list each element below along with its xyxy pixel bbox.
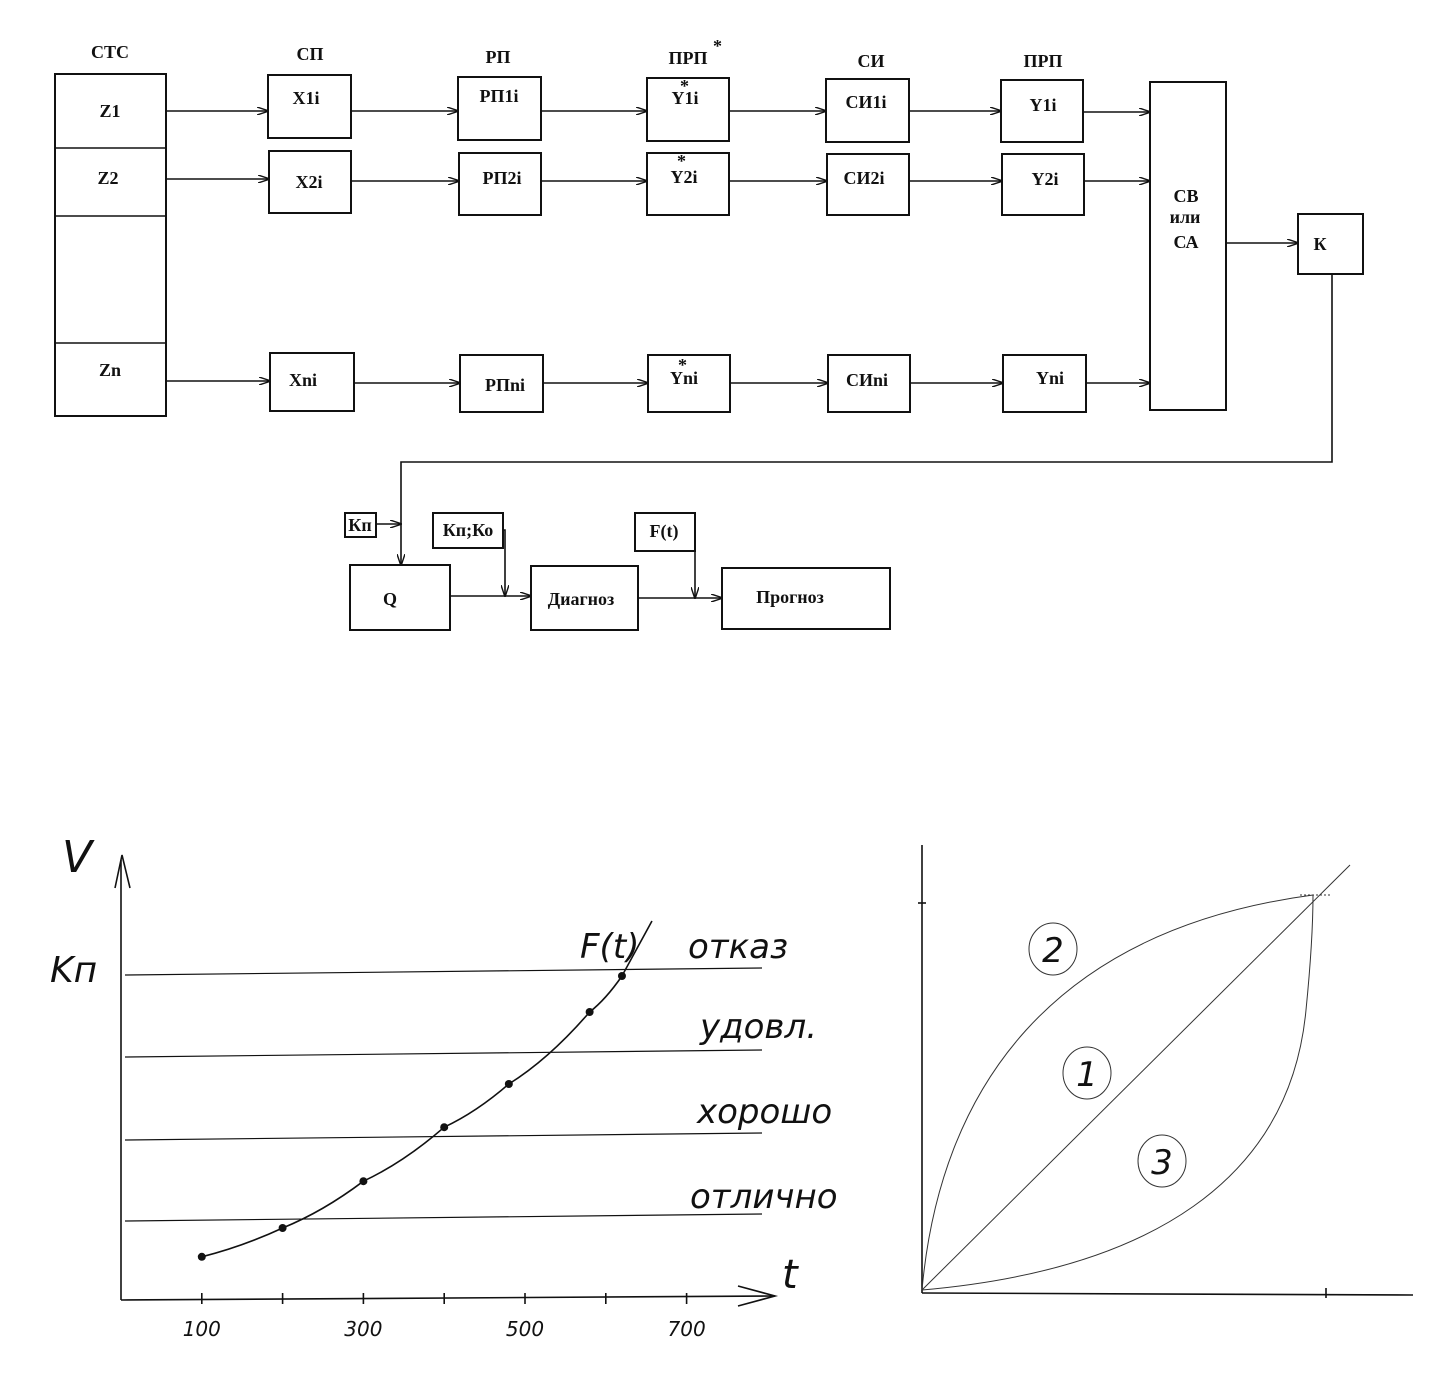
header-si: СИ (858, 51, 885, 71)
curve-3-marker (1137, 1134, 1187, 1188)
header-prp-star: ПРП (669, 48, 708, 68)
y2-label: Y2i (1032, 169, 1059, 189)
curve-1-linear (921, 864, 1351, 1291)
header-sts: СТС (91, 42, 129, 62)
q-block (349, 564, 451, 631)
sts-block (54, 73, 167, 417)
si2-block (826, 153, 910, 216)
xn-label: Xni (289, 370, 317, 390)
header-rp: РП (486, 47, 511, 67)
x-axis-arrow (737, 1285, 779, 1307)
ystarn-label: Yni (670, 368, 698, 388)
data-point (617, 972, 626, 980)
x-tick-label: 500 (506, 1317, 544, 1341)
y-axis-label-kp: Kп (50, 950, 97, 991)
header-prp-asterisk: * (713, 36, 722, 56)
kp-label: Кп (348, 515, 371, 535)
data-point (504, 1080, 513, 1088)
x-tick-label: 700 (668, 1317, 706, 1341)
si1-block (825, 78, 910, 143)
zn-label: Zn (99, 360, 121, 380)
level-line (124, 1213, 763, 1222)
x-tick-label: 300 (344, 1317, 382, 1341)
ft-label: F(t) (650, 521, 679, 542)
level-label: хорошо (696, 1092, 832, 1132)
x-axis-label-t: t (782, 1252, 799, 1298)
k-label: К (1313, 234, 1326, 254)
level-line (124, 1049, 763, 1058)
data-point (440, 1123, 449, 1132)
level-label: отказ (688, 927, 788, 967)
ystar2-label: Y2i (671, 167, 698, 187)
rpn-block (459, 354, 544, 413)
z1-label: Z1 (99, 101, 120, 121)
block-diagram: СТС СП РП ПРП * СИ ПРП Z1 Z2 Zn X1i РП1i… (54, 36, 1364, 631)
kpko-block (432, 512, 504, 549)
kpko-label: Кп;Ко (443, 520, 494, 540)
ystar2-block (646, 152, 730, 216)
chart-condition-levels: V Kп t 100 300 500 700 отказ удовл. хорошо отл… (50, 832, 838, 1341)
q-label: Q (383, 589, 397, 609)
header-prp: ПРП (1024, 51, 1063, 71)
prognosis-label: Прогноз (756, 587, 824, 607)
sin-label: СИni (846, 370, 888, 390)
yn-label: Yni (1036, 368, 1064, 388)
ystar2-asterisk: * (677, 151, 686, 171)
x1-label: X1i (293, 88, 320, 108)
x2-block (268, 150, 352, 214)
si1-label: СИ1i (845, 92, 886, 112)
ystar1-label: Y1i (672, 88, 699, 108)
data-point (197, 1252, 206, 1261)
series-label-ft: F(t) (580, 927, 639, 967)
x-axis (921, 1292, 1414, 1296)
data-point (278, 1224, 287, 1232)
curve-1-label: 1 (1076, 1055, 1098, 1095)
feedback-line (401, 274, 1333, 565)
x-tick-label: 100 (183, 1317, 221, 1341)
sa-label: СА (1173, 232, 1198, 252)
rpn-label: РПni (485, 375, 525, 395)
y1-label: Y1i (1030, 95, 1057, 115)
y2-block (1001, 153, 1085, 216)
x1-block (267, 74, 352, 139)
diagnosis-label: Диагноз (548, 589, 615, 609)
prognosis-block (721, 567, 891, 630)
z2-label: Z2 (97, 168, 118, 188)
sv-label: СВ (1173, 186, 1198, 206)
kp-block (344, 512, 377, 538)
level-label: отлично (690, 1177, 838, 1217)
curve-2-concave (921, 894, 1314, 1291)
x-axis (120, 1295, 776, 1301)
sv-sa-block (1149, 81, 1227, 411)
level-line (124, 967, 763, 976)
rp1-block (457, 76, 542, 141)
curve-1-marker (1062, 1046, 1112, 1100)
xn-block (269, 352, 355, 412)
x2-label: X2i (296, 172, 323, 192)
rp2-block (458, 152, 542, 216)
rp2-label: РП2i (483, 168, 522, 188)
ystar1-asterisk: * (680, 76, 689, 96)
rp1-label: РП1i (480, 86, 519, 106)
header-sp: СП (297, 44, 324, 64)
curve-3-convex (921, 894, 1314, 1291)
level-line (124, 1132, 763, 1141)
curve-3-label: 3 (1151, 1143, 1173, 1183)
chart-curve-comparison: 2 1 3 (918, 845, 1414, 1298)
k-block (1297, 213, 1364, 275)
y1-block (1000, 79, 1084, 143)
or-label: или (1170, 207, 1201, 227)
curve-2-marker (1028, 922, 1078, 976)
data-point (585, 1008, 594, 1016)
data-point (359, 1177, 368, 1186)
level-label: удовл. (699, 1007, 817, 1047)
si2-label: СИ2i (843, 168, 884, 188)
curve-2-label: 2 (1042, 931, 1064, 971)
diagnosis-block (530, 565, 639, 631)
y-axis-label-v: V (62, 832, 95, 883)
y-axis-arrow (114, 854, 131, 889)
ystar1-block (646, 77, 730, 142)
ystarn-asterisk: * (678, 355, 687, 375)
